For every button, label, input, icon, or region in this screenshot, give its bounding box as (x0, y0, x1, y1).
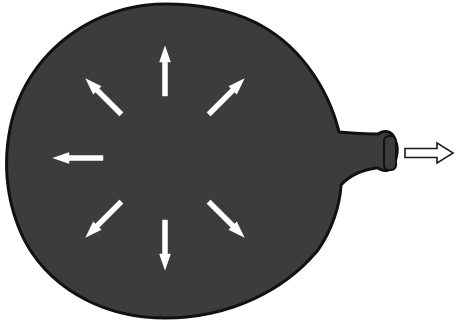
balloon-knot (384, 136, 396, 170)
air-outflow-arrow (405, 143, 453, 163)
outflow-arrow-right (405, 143, 453, 163)
